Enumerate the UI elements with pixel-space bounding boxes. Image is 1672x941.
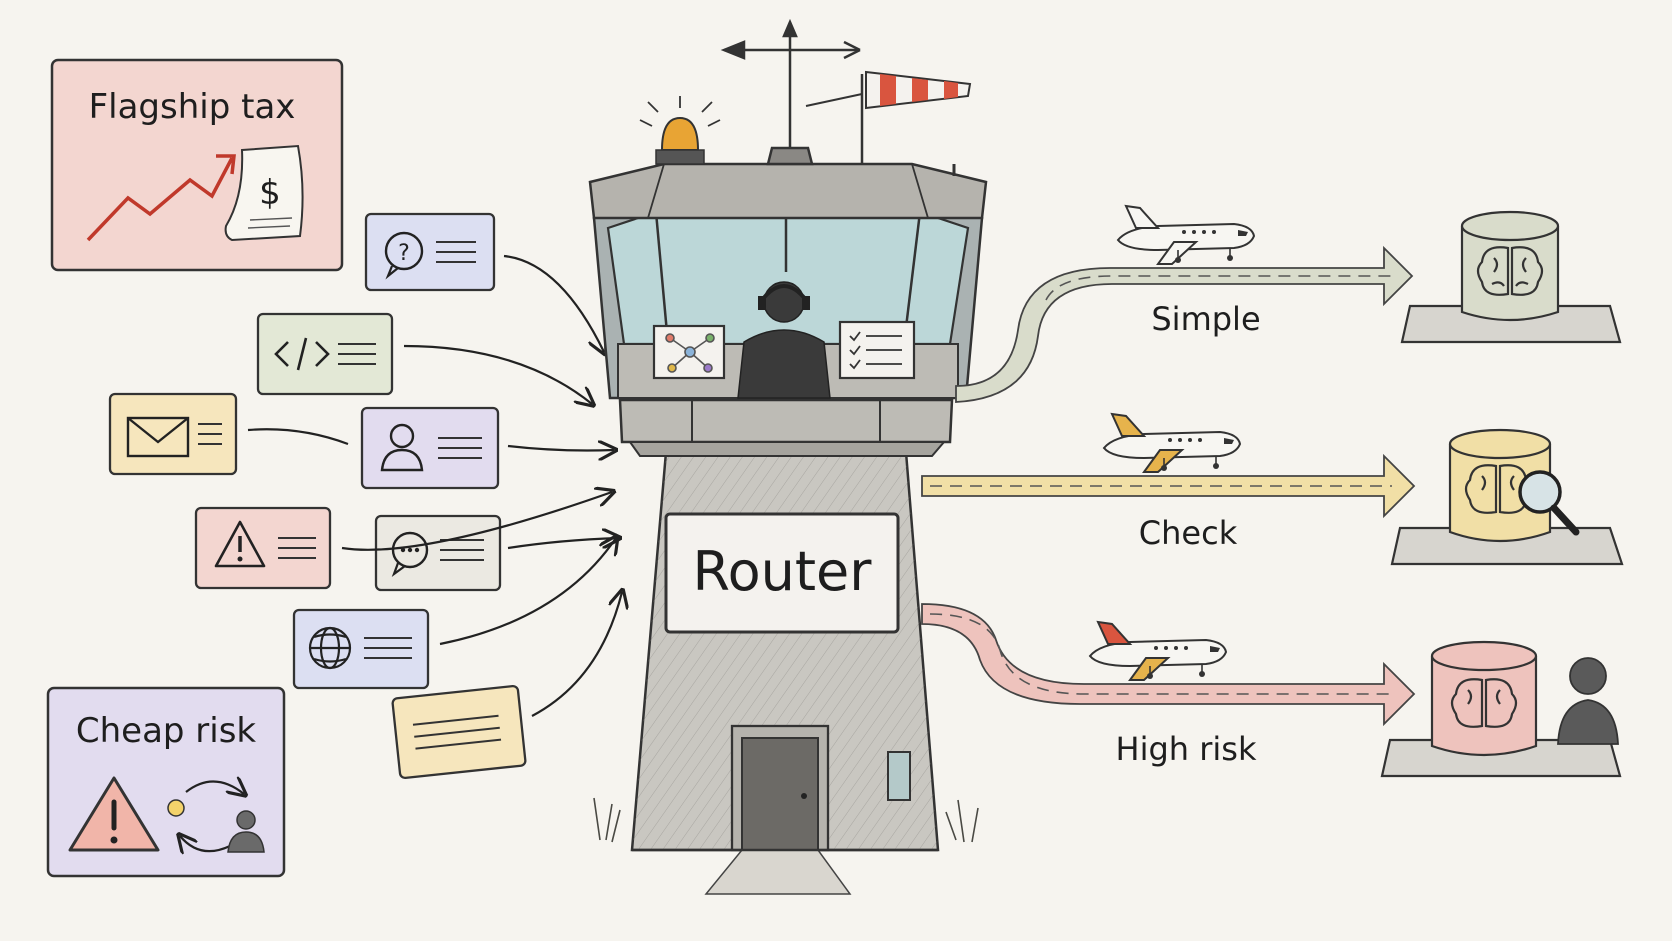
destination-check xyxy=(1390,428,1624,566)
request-card-question: ? xyxy=(364,212,496,292)
brain-icon xyxy=(1450,678,1518,728)
tower-side-window xyxy=(887,751,911,801)
rising-cost-chart-icon xyxy=(86,154,236,242)
brain-icon xyxy=(1476,246,1544,296)
warning-icon xyxy=(214,520,266,568)
tower-path xyxy=(704,849,852,895)
destination-high-risk xyxy=(1380,640,1622,778)
airplane-simple-icon xyxy=(1116,204,1256,265)
flagship-tax-label: Flagship tax xyxy=(89,87,296,127)
request-card-warning xyxy=(194,506,332,590)
weather-vane-icon xyxy=(720,18,861,166)
code-icon xyxy=(274,337,330,371)
airplanes xyxy=(1088,204,1256,681)
windsock-icon xyxy=(805,70,972,164)
request-card-chat xyxy=(374,514,502,592)
checklist-icon xyxy=(849,331,902,370)
text-lines-icon xyxy=(412,714,502,750)
route-high-risk: High risk xyxy=(921,603,1416,768)
person-icon xyxy=(227,810,265,853)
router-sign-label: Router xyxy=(693,540,873,603)
person-icon xyxy=(380,423,424,472)
beacon-light-icon xyxy=(639,96,721,165)
tower-balcony xyxy=(618,398,954,444)
brain-magnifier-icon xyxy=(1464,464,1580,536)
request-card-envelope xyxy=(108,392,238,476)
envelope-icon xyxy=(126,416,190,458)
flagship-tax-callout: Flagship tax $ xyxy=(50,58,344,272)
route-high-risk-label: High risk xyxy=(1116,730,1257,768)
airplane-high-risk-icon xyxy=(1088,620,1228,681)
request-card-code xyxy=(256,312,394,396)
grass xyxy=(593,797,979,843)
route-check: Check xyxy=(921,453,1416,552)
headset-operator-icon xyxy=(737,281,831,399)
globe-icon xyxy=(308,626,352,670)
monitor-right xyxy=(838,320,916,380)
request-card-text xyxy=(391,684,527,780)
question-bubble-icon: ? xyxy=(384,231,424,280)
control-tower: Router xyxy=(588,18,988,895)
router-sign xyxy=(664,512,900,634)
destination-simple xyxy=(1400,210,1622,344)
chat-bubble-icon xyxy=(391,531,429,578)
bill-icon: $ xyxy=(224,144,304,242)
incoming-arrows xyxy=(247,254,622,717)
cycle-arrows-icon xyxy=(167,781,244,851)
cheap-risk-label: Cheap risk xyxy=(76,711,257,751)
svg-text:?: ? xyxy=(398,241,410,266)
airplane-check-icon xyxy=(1102,412,1242,473)
route-check-label: Check xyxy=(1139,514,1238,552)
tower-roof xyxy=(588,162,988,220)
route-simple: Simple xyxy=(955,245,1414,403)
route-simple-label: Simple xyxy=(1151,300,1260,338)
tower-door xyxy=(741,737,819,851)
monitor-left xyxy=(652,324,726,380)
cheap-risk-callout: Cheap risk xyxy=(46,686,286,878)
human-reviewer-icon xyxy=(1557,657,1619,745)
network-graph-icon xyxy=(665,333,715,373)
bill-dollar-sign: $ xyxy=(259,173,281,213)
warning-icon xyxy=(68,776,160,852)
request-card-person xyxy=(360,406,500,490)
request-card-globe xyxy=(292,608,430,690)
